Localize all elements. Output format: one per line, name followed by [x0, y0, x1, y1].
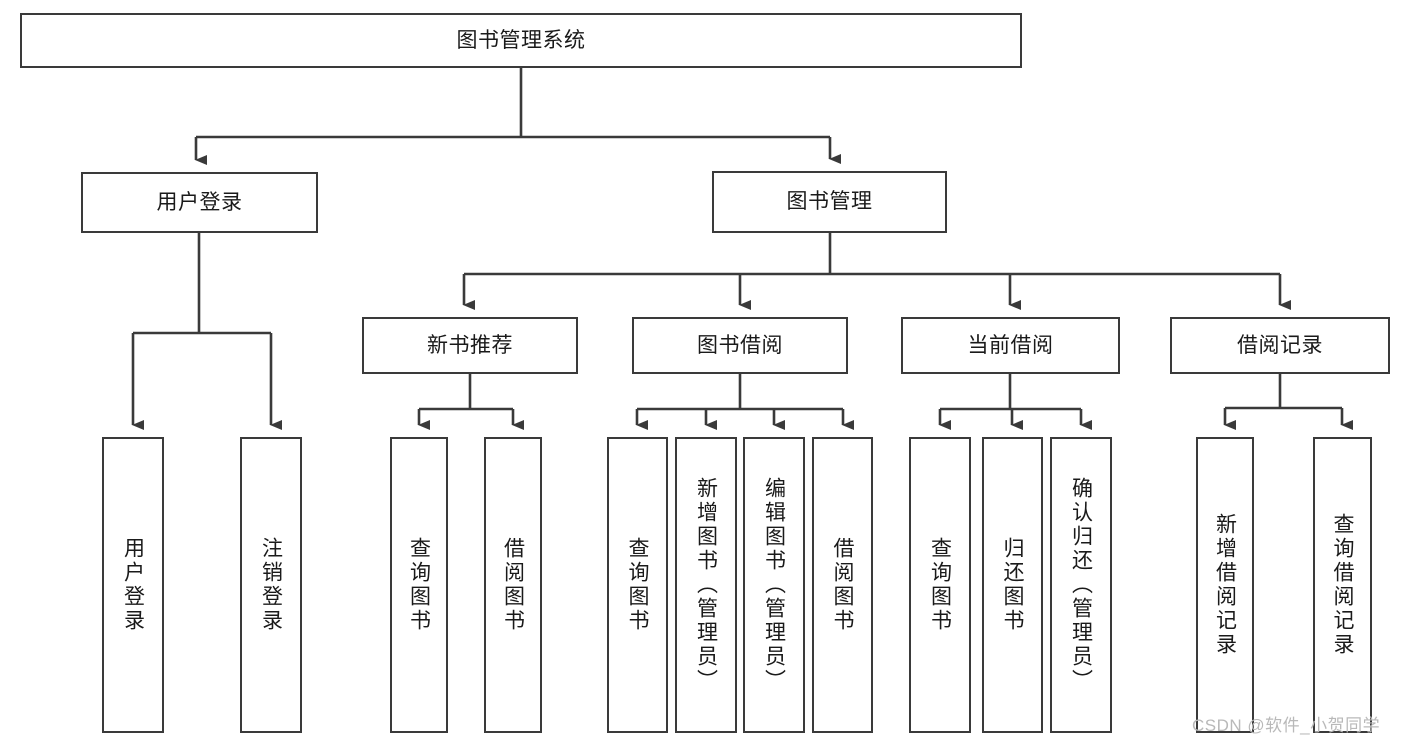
leaf-borrow-add-book-admin-label: 新增图书（管理员） — [694, 477, 718, 693]
node-book-management[interactable]: 图书管理 — [712, 171, 947, 233]
node-root-label: 图书管理系统 — [456, 28, 586, 52]
node-current-borrow-label: 当前借阅 — [967, 333, 1054, 357]
node-user-login-label: 用户登录 — [156, 190, 243, 214]
node-user-login[interactable]: 用户登录 — [81, 172, 318, 233]
leaf-record-query-record-label: 查询借阅记录 — [1331, 513, 1354, 657]
leaf-record-add-record[interactable]: 新增借阅记录 — [1196, 437, 1254, 733]
leaf-record-add-record-label: 新增借阅记录 — [1213, 513, 1237, 657]
leaf-current-query-book[interactable]: 查询图书 — [909, 437, 971, 733]
node-book-borrow[interactable]: 图书借阅 — [632, 317, 848, 374]
leaf-newbook-borrow-book-label: 借阅图书 — [501, 537, 525, 633]
leaf-borrow-edit-book-admin[interactable]: 编辑图书（管理员） — [743, 437, 805, 733]
leaf-current-confirm-return-admin-label: 确认归还（管理员） — [1069, 477, 1093, 693]
node-new-book-recommend[interactable]: 新书推荐 — [362, 317, 578, 374]
leaf-user-login[interactable]: 用户登录 — [102, 437, 164, 733]
leaf-borrow-query-book[interactable]: 查询图书 — [607, 437, 668, 733]
leaf-current-confirm-return-admin[interactable]: 确认归还（管理员） — [1050, 437, 1112, 733]
leaf-user-login-label: 用户登录 — [121, 537, 145, 633]
leaf-newbook-borrow-book[interactable]: 借阅图书 — [484, 437, 542, 733]
node-new-book-recommend-label: 新书推荐 — [427, 333, 513, 357]
node-borrow-record-label: 借阅记录 — [1237, 333, 1323, 357]
node-book-borrow-label: 图书借阅 — [697, 333, 783, 357]
leaf-borrow-edit-book-admin-label: 编辑图书（管理员） — [762, 477, 786, 693]
leaf-newbook-query-book-label: 查询图书 — [407, 537, 431, 633]
csdn-watermark: CSDN @软件_小贺同学 — [1192, 716, 1381, 735]
leaf-current-return-book[interactable]: 归还图书 — [982, 437, 1043, 733]
leaf-record-query-record[interactable]: 查询借阅记录 — [1313, 437, 1372, 733]
leaf-borrow-borrow-book[interactable]: 借阅图书 — [812, 437, 873, 733]
leaf-current-query-book-label: 查询图书 — [928, 537, 952, 633]
node-root[interactable]: 图书管理系统 — [20, 13, 1022, 68]
leaf-user-logout[interactable]: 注销登录 — [240, 437, 302, 733]
node-current-borrow[interactable]: 当前借阅 — [901, 317, 1120, 374]
leaf-borrow-query-book-label: 查询图书 — [626, 537, 649, 633]
leaf-user-logout-label: 注销登录 — [259, 537, 283, 633]
node-borrow-record[interactable]: 借阅记录 — [1170, 317, 1390, 374]
leaf-newbook-query-book[interactable]: 查询图书 — [390, 437, 448, 733]
leaf-borrow-add-book-admin[interactable]: 新增图书（管理员） — [675, 437, 737, 733]
node-book-management-label: 图书管理 — [786, 190, 873, 214]
leaf-current-return-book-label: 归还图书 — [1001, 537, 1024, 633]
leaf-borrow-borrow-book-label: 借阅图书 — [831, 537, 854, 633]
